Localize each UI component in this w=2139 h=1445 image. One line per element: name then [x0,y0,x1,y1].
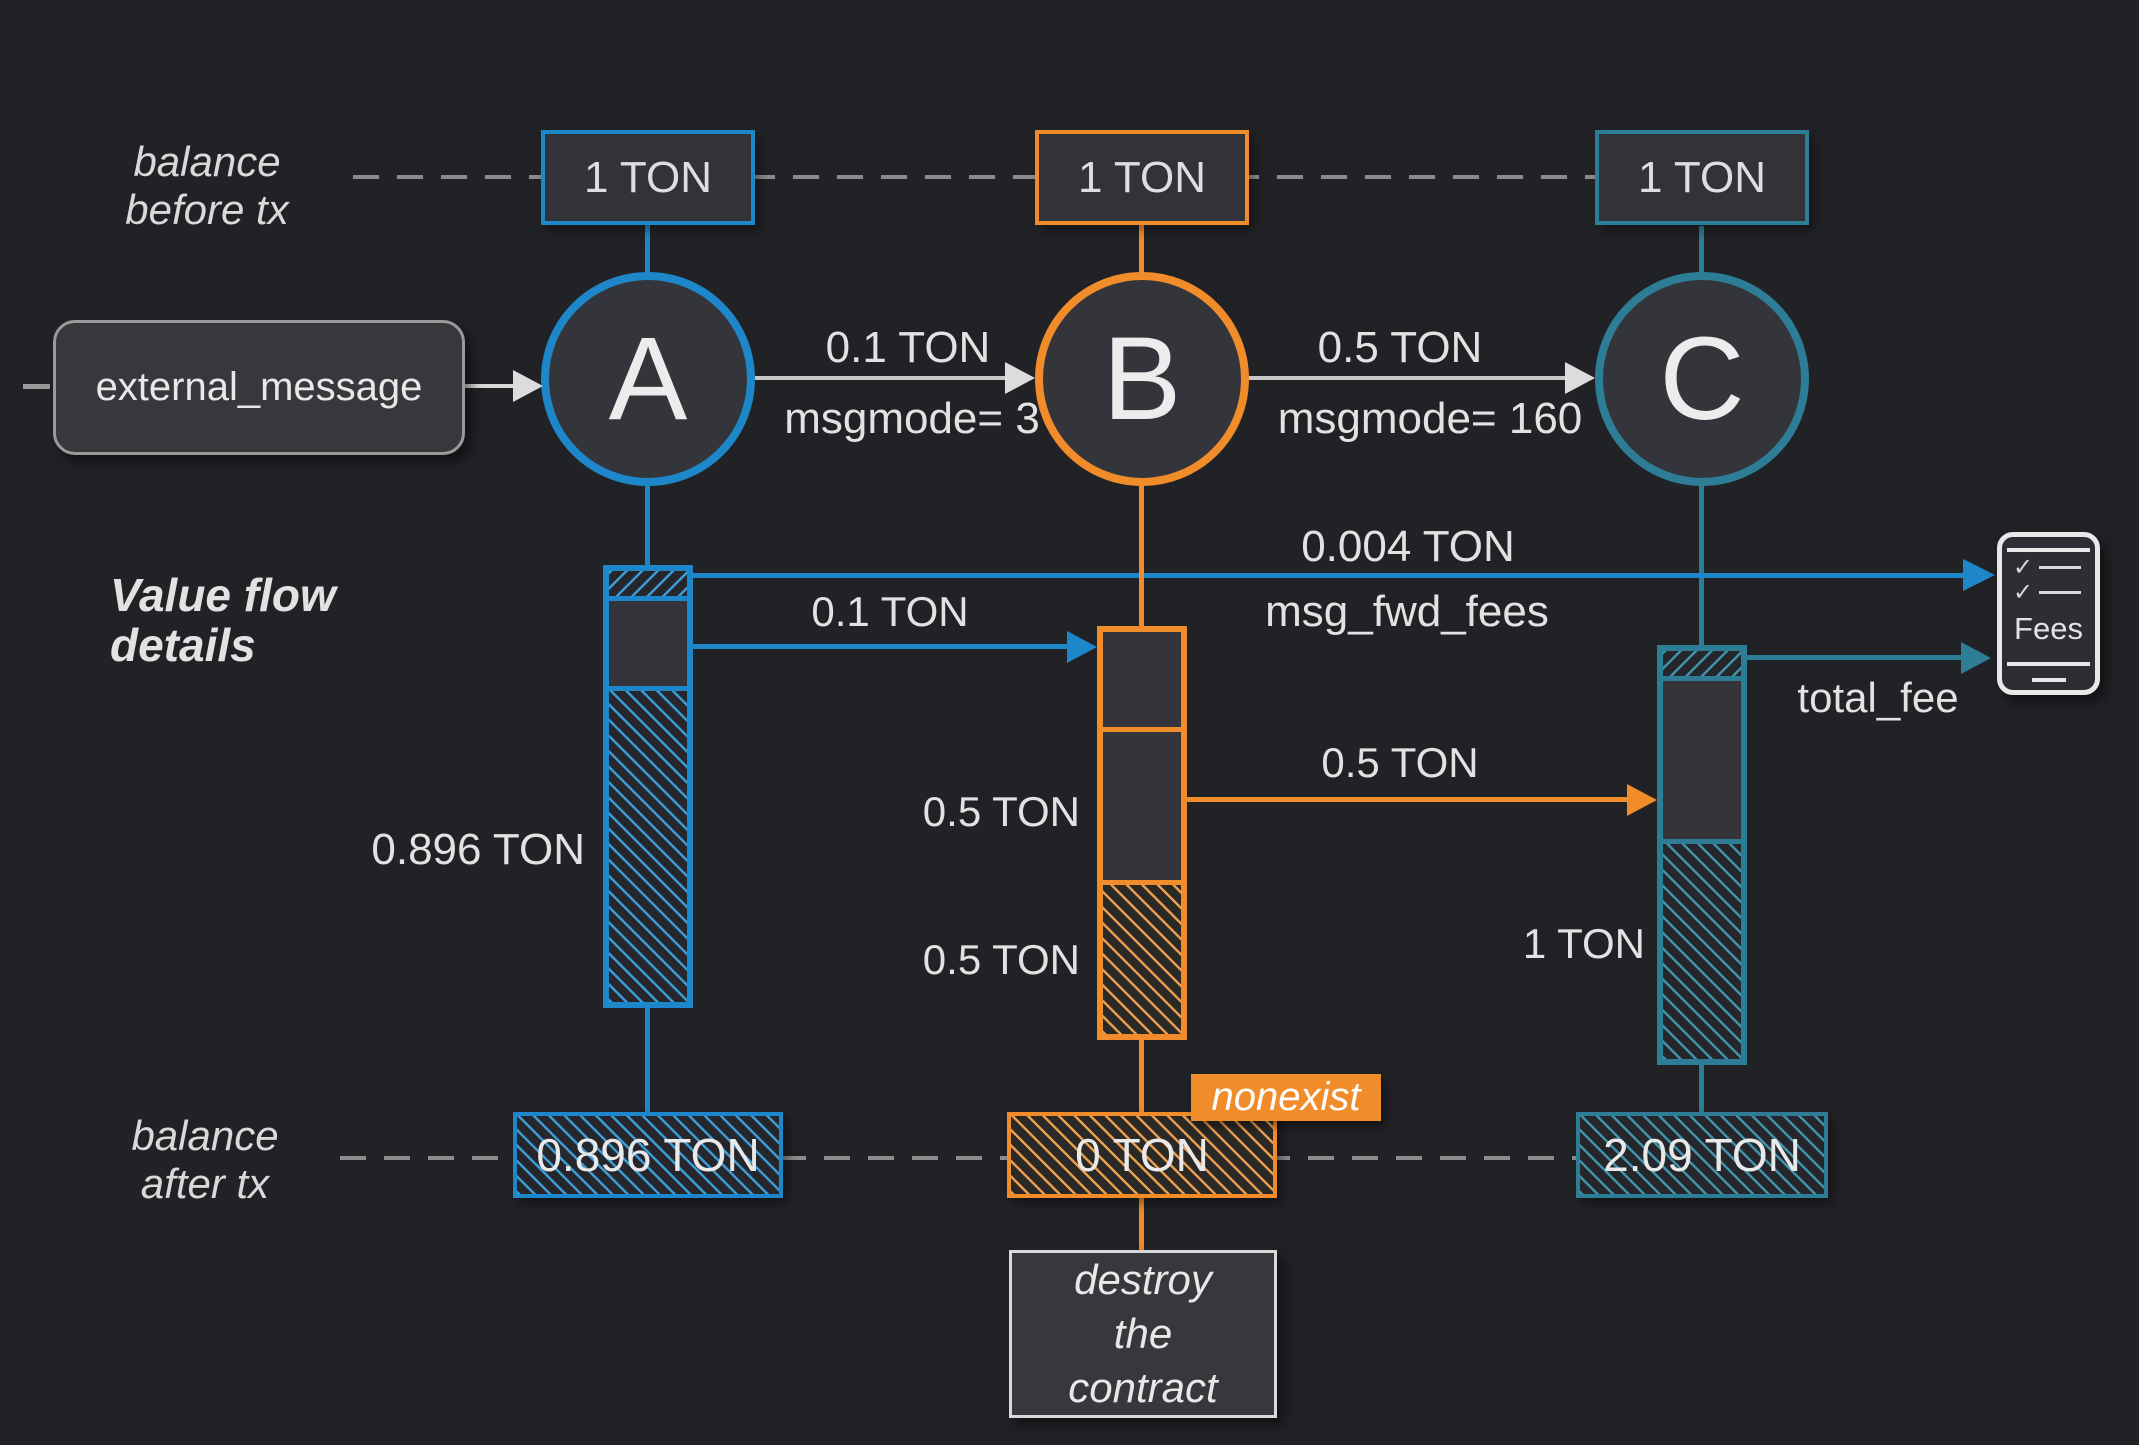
connector-b-circle-to-bar [1139,486,1144,627]
nonexist-badge-label: nonexist [1211,1075,1361,1119]
balance-before-line1: balance [133,138,281,185]
fees-phone-screen: ✓ ✓ Fees [2007,548,2090,666]
checklist-row-1: ✓ [2007,555,2090,580]
arrow-value-a-to-b-head [1067,631,1097,663]
arrow-value-b-to-c-line [1187,797,1629,802]
bar-b-sent-segment [1103,732,1181,880]
msg-a-to-b-amount: 0.1 TON [825,323,991,372]
msg-b-to-c-amount: 0.5 TON [1317,323,1483,372]
balance-after-value-c: 2.09 TON [1603,1129,1801,1181]
value-a-to-b-amount: 0.1 TON [811,588,969,635]
arrow-msg-fwd-fees-line [693,573,1965,578]
msg-b-to-c-mode: msgmode= 160 [1277,394,1583,443]
bar-a-fee-segment [609,571,687,601]
balance-before-value-b: 1 TON [1078,152,1206,202]
arrow-b-to-c-head [1565,362,1595,394]
connector-c-circle-to-bar [1699,486,1704,646]
balance-before-row-label: balance before tx [125,138,288,234]
balance-after-row-label: balance after tx [131,1112,278,1208]
bar-c-received-segment [1663,681,1741,839]
arrow-msg-fwd-fees-head [1963,559,1995,591]
fees-label: Fees [2014,611,2083,646]
destroy-note-line3: contract [1068,1364,1218,1411]
arrow-external-to-a-line [465,384,517,388]
msg-a-to-b-mode: msgmode= 3 [784,394,1040,443]
check-icon: ✓ [2013,553,2034,581]
destroy-note-line2: the [1113,1310,1173,1357]
contract-letter-b: B [1102,313,1182,445]
balance-after-dashed-line [340,1156,1592,1160]
balance-after-box-a: 0.896 TON [513,1112,783,1198]
value-b-to-c-amount: 0.5 TON [1321,739,1479,786]
bar-a-remainder-segment [609,686,687,1002]
value-bar-a [603,565,693,1008]
value-bar-b [1097,626,1187,1040]
connector-a-circle-to-bar [645,486,650,566]
balance-before-box-c: 1 TON [1595,130,1809,225]
arrow-value-b-to-c-head [1627,784,1657,816]
bar-b-balance-segment [1103,880,1181,1034]
nonexist-badge: nonexist [1191,1074,1381,1121]
check-icon: ✓ [2013,578,2034,606]
balance-after-value-a: 0.896 TON [536,1129,760,1181]
balance-before-value-a: 1 TON [584,152,712,202]
checklist-row-2: ✓ [2007,580,2090,605]
value-flow-line2: details [110,619,256,671]
balance-before-value-c: 1 TON [1638,152,1766,202]
balance-after-line2: after tx [140,1160,270,1207]
bar-b-received-segment [1103,632,1181,732]
bar-a-remainder-label: 0.896 TON [371,825,585,874]
connector-a-bar-to-balance [645,1008,650,1114]
bar-c-bottom-label: 1 TON [1522,920,1645,967]
balance-after-box-b: 0 TON [1007,1112,1277,1198]
checklist-line-icon [2039,566,2082,569]
arrow-b-to-c-line [1249,376,1567,380]
balance-after-line1: balance [131,1112,279,1159]
phone-home-button-icon [2031,678,2066,682]
contract-circle-b: B [1035,272,1249,486]
fees-phone-icon: ✓ ✓ Fees [1997,532,2100,695]
contract-circle-a: A [541,272,755,486]
connector-c-box-to-circle [1699,226,1704,274]
contract-letter-a: A [608,313,688,445]
bar-b-bottom-label: 0.5 TON [922,936,1080,983]
balance-before-box-b: 1 TON [1035,130,1249,225]
external-message-label: external_message [95,365,423,409]
left-tick [23,384,50,389]
balance-after-box-c: 2.09 TON [1576,1112,1828,1198]
msg-fwd-fees-amount: 0.004 TON [1301,522,1515,571]
connector-b-balance-to-note [1139,1198,1144,1252]
bar-a-sent-segment [609,601,687,686]
msg-fwd-fees-label: msg_fwd_fees [1265,587,1549,636]
connector-b-bar-to-balance [1139,1040,1144,1114]
contract-circle-c: C [1595,272,1809,486]
connector-b-box-to-circle [1139,225,1144,273]
bar-b-mid-label: 0.5 TON [922,788,1080,835]
total-fee-label: total_fee [1797,674,1959,721]
arrow-a-to-b-line [755,376,1007,380]
arrow-external-to-a-head [513,370,543,402]
arrow-a-to-b-head [1005,362,1035,394]
bar-c-balance-segment [1663,839,1741,1059]
connector-c-bar-to-balance [1699,1065,1704,1114]
contract-letter-c: C [1659,313,1745,445]
balance-before-dashed-line [353,175,1603,179]
bar-c-fee-segment [1663,651,1741,681]
checklist-line-icon [2039,591,2082,594]
external-message-box: external_message [53,320,465,455]
value-flow-line1: Value flow [110,569,336,621]
arrow-total-fee-line [1747,655,1963,660]
balance-before-box-a: 1 TON [541,130,755,225]
balance-before-line2: before tx [125,186,289,233]
connector-a-box-to-circle [645,225,650,273]
arrow-total-fee-head [1961,642,1991,674]
destroy-note-line1: destroy [1074,1256,1212,1303]
arrow-value-a-to-b-line [693,644,1069,649]
destroy-contract-note: destroy the contract [1009,1250,1277,1418]
value-flow-heading: Value flow details [110,570,336,670]
value-bar-c [1657,645,1747,1065]
balance-after-value-b: 0 TON [1075,1129,1209,1181]
